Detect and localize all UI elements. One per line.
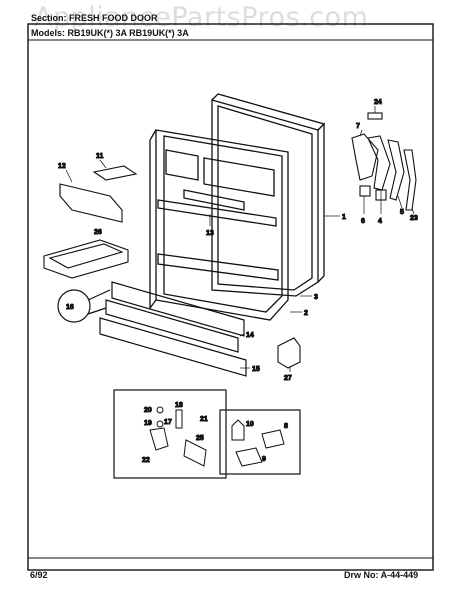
section-title: Section: FRESH FOOD DOOR: [31, 13, 158, 23]
part-27: [277, 337, 301, 369]
callout-13: 13: [206, 230, 214, 237]
callout-16: 16: [66, 304, 74, 311]
callout-27: 27: [284, 375, 292, 382]
callout-19: 19: [144, 420, 152, 427]
callout-15: 15: [252, 366, 260, 373]
callout-8: 8: [284, 423, 288, 430]
inset-box-right: [219, 409, 301, 475]
callout-7: 7: [356, 123, 360, 130]
callout-9: 9: [262, 456, 266, 463]
callout-10: 10: [246, 421, 254, 428]
models-title: Models: RB19UK(*) 3A RB19UK(*) 3A: [31, 28, 189, 38]
door-liner: [149, 129, 289, 321]
door-bars: [57, 281, 247, 377]
callout-18: 18: [175, 402, 183, 409]
callout-12: 12: [58, 163, 66, 170]
callout-4: 4: [378, 218, 382, 225]
callout-25: 25: [196, 435, 204, 442]
watermark: AppliancePartsPros.com: [34, 2, 369, 33]
door-gasket-outer: [211, 93, 326, 297]
footer-date: 6/92: [30, 570, 48, 580]
callout-26: 26: [94, 229, 102, 236]
door-accessories: [43, 165, 138, 279]
callout-22: 22: [142, 457, 150, 464]
callout-11: 11: [96, 153, 104, 160]
callout-17: 17: [164, 419, 172, 426]
hinge-parts: [351, 112, 417, 211]
callout-20: 20: [144, 407, 152, 414]
callout-1: 1: [342, 214, 346, 221]
callout-3: 3: [314, 294, 318, 301]
callout-14: 14: [246, 332, 254, 339]
inset-box-left: [113, 389, 227, 479]
callout-23: 23: [410, 215, 418, 222]
drawing-number: Drw No: A-44-449: [344, 570, 419, 580]
callout-5: 5: [400, 209, 404, 216]
callout-2: 2: [304, 310, 308, 317]
callout-24: 24: [374, 99, 382, 106]
outer-frame: [27, 23, 434, 571]
leader-lines: [65, 106, 415, 372]
callout-21: 21: [200, 416, 208, 423]
callout-6: 6: [361, 218, 365, 225]
inset-parts: [149, 406, 285, 467]
